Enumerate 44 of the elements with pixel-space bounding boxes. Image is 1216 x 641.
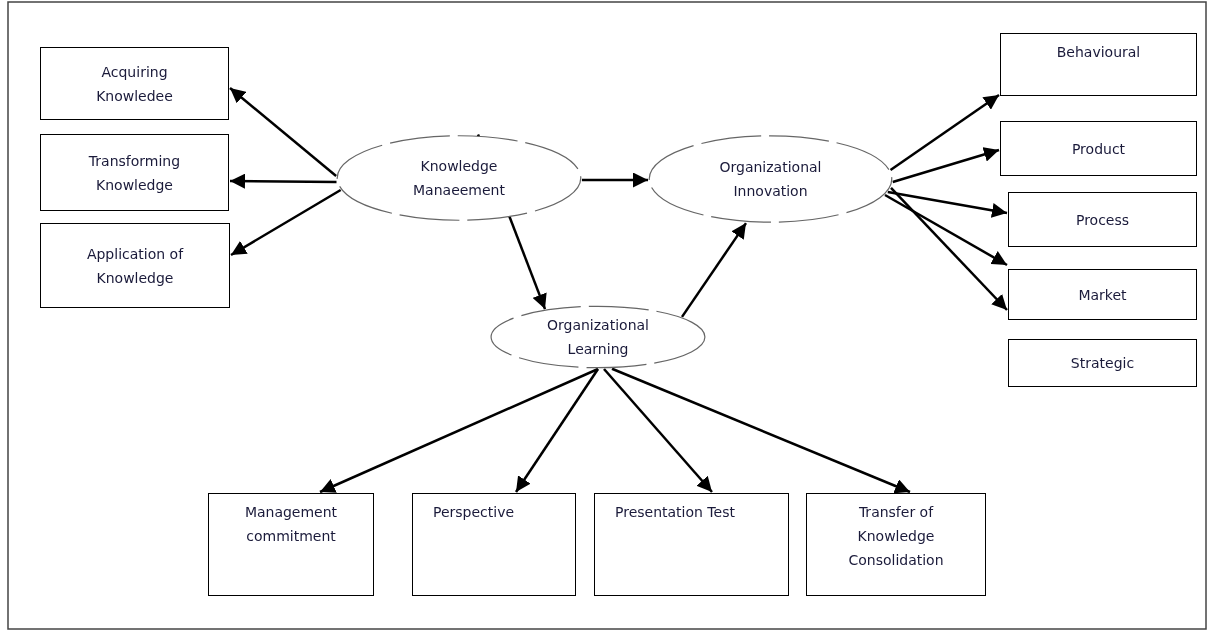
process-box bbox=[40, 223, 230, 308]
arrow bbox=[884, 193, 1008, 267]
node-label: Organizational Innovation bbox=[718, 158, 823, 201]
node-label: Perspective bbox=[433, 503, 516, 522]
node-label: Product bbox=[1071, 139, 1126, 159]
process-box bbox=[40, 47, 229, 120]
process-box bbox=[1000, 121, 1197, 176]
ellipse-node bbox=[490, 305, 706, 369]
node-label: Strategic bbox=[1070, 354, 1135, 373]
ellipse-node bbox=[648, 134, 893, 224]
ellipse-node bbox=[336, 134, 582, 222]
process-box bbox=[806, 493, 986, 596]
process-box bbox=[1000, 33, 1197, 96]
arrow bbox=[887, 190, 1008, 218]
arrow bbox=[229, 87, 337, 177]
arrow bbox=[892, 147, 1000, 184]
node-label: Market bbox=[1078, 285, 1127, 305]
process-box bbox=[594, 493, 789, 596]
process-box bbox=[1008, 269, 1197, 320]
process-box bbox=[1008, 339, 1197, 387]
arrow bbox=[889, 93, 1000, 172]
process-box bbox=[412, 493, 576, 596]
node-label: Presentation Test bbox=[615, 503, 736, 522]
node-label: Process bbox=[1075, 210, 1130, 230]
arrow bbox=[890, 187, 1008, 311]
arrow bbox=[514, 368, 600, 493]
node-label: Behavioural bbox=[1055, 43, 1142, 62]
arrow bbox=[680, 222, 748, 318]
process-box bbox=[40, 134, 229, 211]
arrow bbox=[581, 172, 649, 188]
node-label: Transforming Knowledge bbox=[87, 151, 182, 195]
process-box bbox=[208, 493, 374, 596]
node-label: Knowledge Manaeement bbox=[412, 157, 506, 200]
arrow bbox=[230, 188, 342, 257]
process-box bbox=[1008, 192, 1197, 247]
node-label: Acquiring Knowledee bbox=[95, 62, 174, 106]
node-label: Transfer of Knowledge Consolidation bbox=[847, 503, 945, 570]
arrow bbox=[230, 173, 337, 189]
arrow bbox=[611, 367, 911, 494]
arrow bbox=[603, 368, 713, 493]
node-label: Organizational Learning bbox=[546, 316, 650, 359]
arrow bbox=[319, 367, 599, 494]
node-label: Management commitment bbox=[243, 503, 339, 546]
node-label: Application of Knowledge bbox=[85, 244, 185, 288]
